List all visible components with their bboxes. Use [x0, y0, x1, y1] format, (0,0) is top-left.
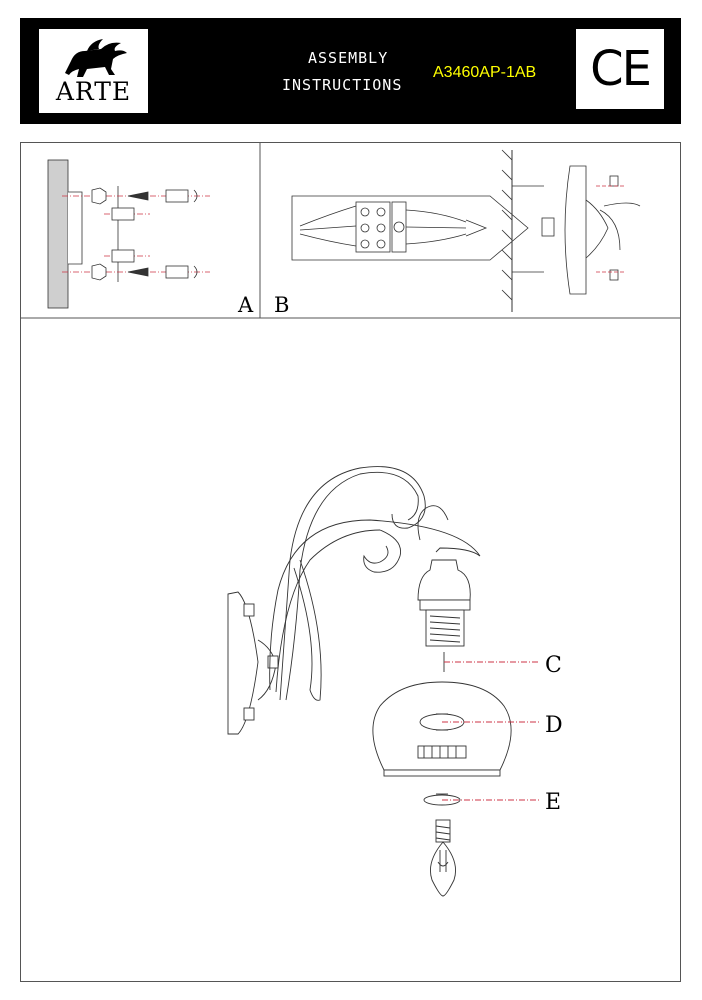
brand-logo: ARTE	[39, 29, 148, 113]
panel-a-drawing	[47, 159, 210, 309]
document-title: ASSEMBLY INSTRUCTIONS	[282, 45, 402, 99]
title-line-2: INSTRUCTIONS	[282, 76, 403, 94]
part-c-label: C	[545, 653, 562, 678]
diagram-frame	[20, 142, 681, 982]
wall-plate	[227, 591, 259, 735]
brand-name: ARTE	[55, 77, 132, 106]
lamp-arm	[279, 466, 426, 701]
lamp-exploded-view	[227, 466, 540, 897]
part-d-label: D	[545, 713, 563, 738]
glass-shade	[372, 681, 512, 771]
shade-ring	[423, 794, 461, 806]
candle-bulb	[429, 841, 457, 897]
part-e-label: E	[545, 790, 561, 815]
ce-mark: CE	[576, 29, 664, 109]
panel-b-drawing	[291, 149, 641, 312]
model-number: A3460AP-1AB	[433, 64, 537, 81]
socket-cap	[417, 559, 471, 601]
wall-section	[47, 159, 69, 309]
title-line-1: ASSEMBLY	[308, 49, 389, 67]
panel-a-label: A	[237, 293, 254, 317]
lion-icon	[65, 39, 127, 77]
header-bar: ARTE ASSEMBLY INSTRUCTIONS A3460AP-1AB C…	[20, 18, 681, 124]
panel-b-label: B	[274, 293, 289, 317]
